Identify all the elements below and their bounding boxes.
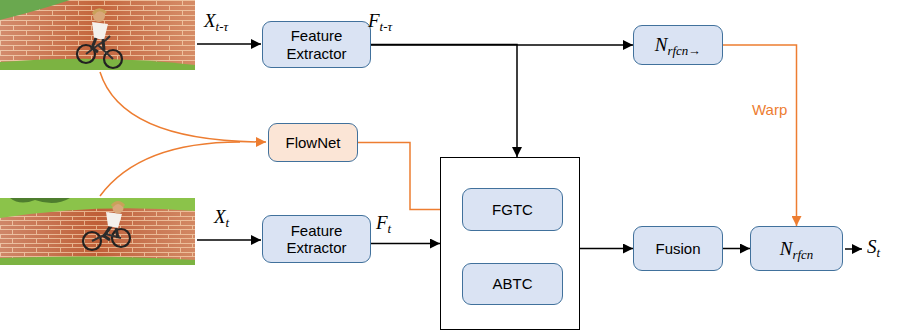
input-arrow bbox=[197, 43, 261, 45]
edge-label: Ft bbox=[376, 212, 391, 234]
box-label: ABTC bbox=[492, 275, 532, 292]
connector-arrow bbox=[723, 45, 797, 226]
box-label: Fusion bbox=[655, 240, 700, 257]
signal-label: St bbox=[867, 236, 880, 258]
box-label: FlowNet bbox=[285, 134, 340, 151]
video-frame bbox=[0, 0, 195, 70]
video-frame bbox=[0, 198, 195, 265]
connector-arrow bbox=[723, 248, 750, 250]
network-box: Nrfcn bbox=[750, 226, 843, 271]
flow-box: FlowNet bbox=[268, 123, 358, 162]
box-label: FGTC bbox=[492, 201, 533, 218]
box-label: Nrfcn→ bbox=[655, 34, 701, 56]
edge-label: Warp bbox=[752, 101, 787, 118]
signal-label: Xt-τ bbox=[204, 10, 228, 32]
signal-label: Xt bbox=[214, 206, 229, 228]
input-arrow bbox=[197, 239, 261, 241]
flow-input-curve bbox=[100, 142, 240, 196]
flow-input-curve bbox=[100, 72, 266, 142]
process-box: ABTC bbox=[462, 263, 563, 305]
network-box: Nrfcn→ bbox=[633, 25, 723, 65]
process-box: FGTC bbox=[462, 188, 563, 231]
edge-label: Ft-τ bbox=[368, 10, 392, 32]
box-label: Feature Extractor bbox=[266, 222, 367, 257]
module-frame: FGTC ABTC bbox=[440, 157, 580, 330]
connector-arrow bbox=[371, 243, 440, 245]
box-label: Nrfcn bbox=[780, 238, 813, 260]
box-label: Feature Extractor bbox=[266, 27, 367, 62]
process-box: Feature Extractor bbox=[262, 21, 371, 68]
process-box: Feature Extractor bbox=[262, 215, 371, 263]
output-arrow bbox=[845, 248, 862, 250]
connector-arrow bbox=[371, 45, 517, 158]
connector-arrow bbox=[580, 248, 633, 250]
process-box: Fusion bbox=[633, 226, 723, 271]
